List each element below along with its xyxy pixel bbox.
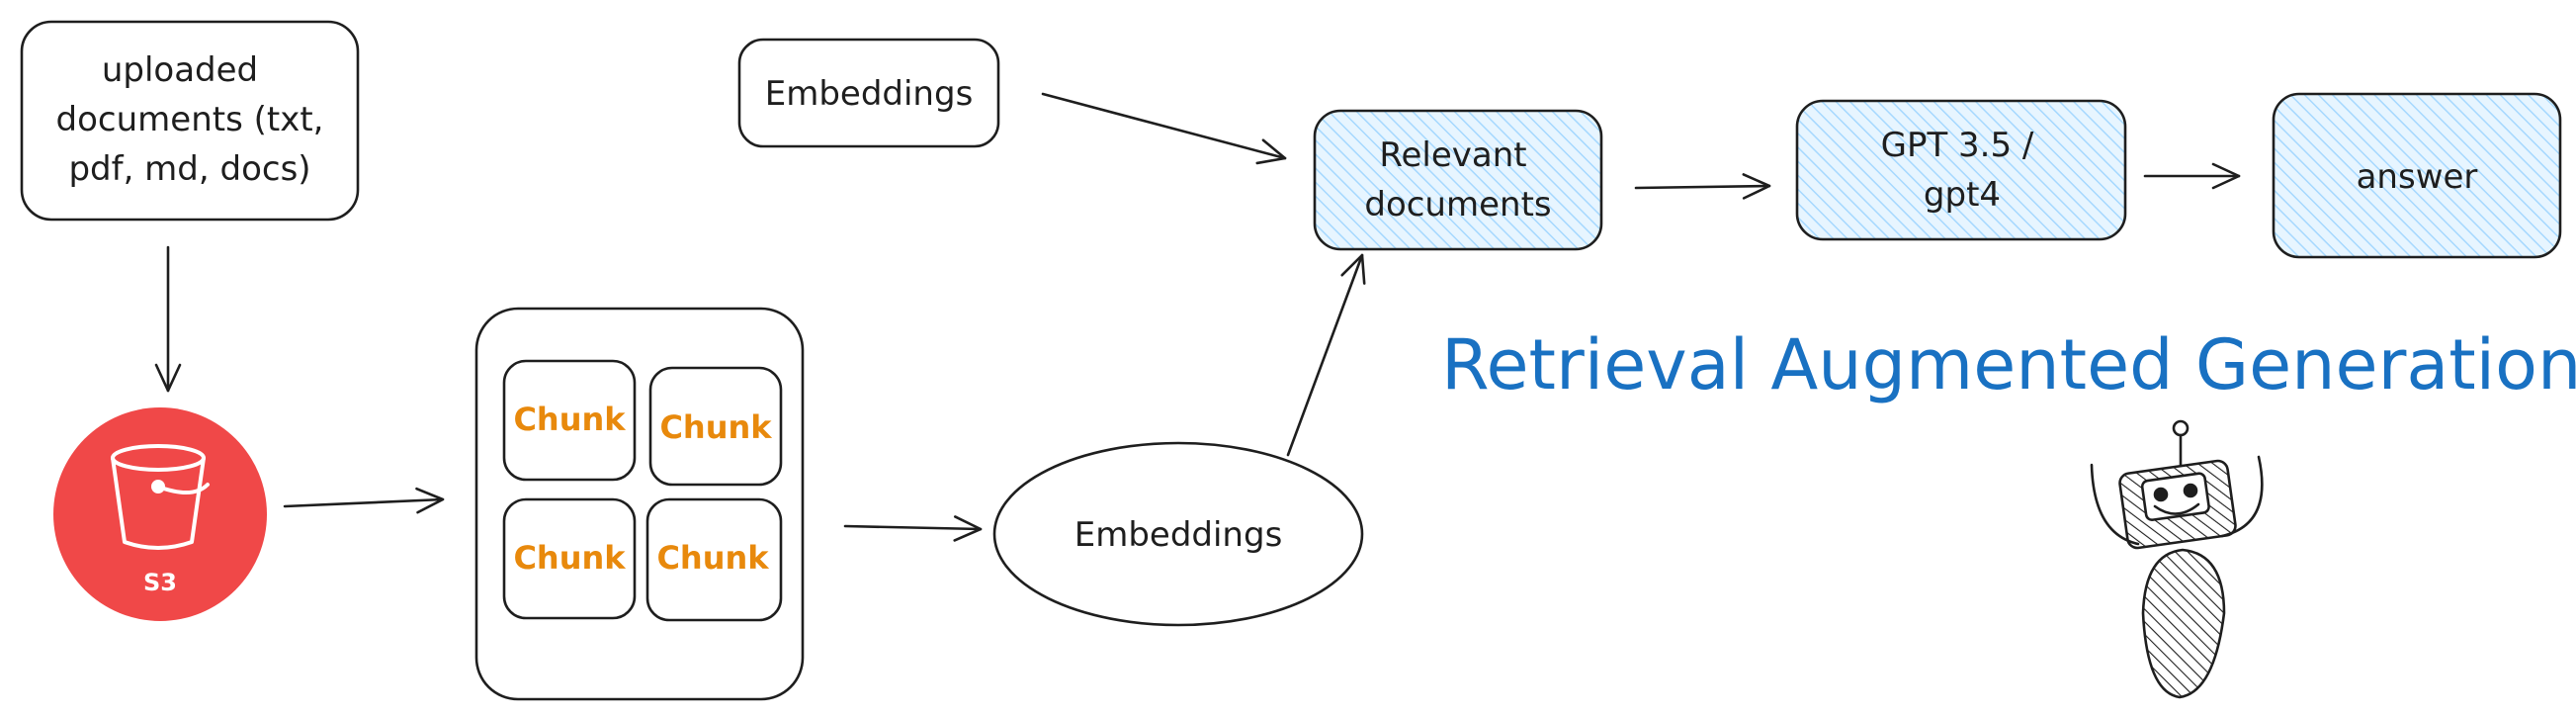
- relevant-documents-box: [1313, 109, 1603, 251]
- chunk-box-4: [645, 497, 783, 622]
- arrow-chunks-to-embeddings: [843, 515, 983, 542]
- uploaded-documents-box: [20, 20, 360, 222]
- uploaded-documents-line-3: pdf, md, docs): [68, 149, 310, 189]
- gpt-line-1: GPT 3.5 /: [1881, 126, 2034, 165]
- chunk-label-1: Chunk: [513, 401, 626, 438]
- relevant-documents-node: Relevant documents: [1313, 109, 1603, 251]
- arrow-relevant-to-gpt: [1634, 173, 1771, 200]
- robot-icon: [2090, 419, 2264, 699]
- embeddings-ellipse: [992, 441, 1364, 627]
- diagram-title: Retrieval Augmented Generation: [1441, 324, 2576, 405]
- s3-node: S3: [53, 407, 267, 621]
- uploaded-documents-line-1: uploaded: [102, 50, 258, 90]
- chunk-container: Chunk Chunk Chunk Chunk: [474, 307, 805, 701]
- embeddings-top-box: [737, 38, 1000, 148]
- arrow-embeddings-top-to-relevant: [1041, 92, 1287, 165]
- chunk-box-2: [648, 366, 783, 487]
- embeddings-top-label: Embeddings: [765, 74, 974, 114]
- embeddings-top-node: Embeddings: [737, 38, 1000, 148]
- embeddings-bottom-label: Embeddings: [1074, 515, 1283, 555]
- arrow-s3-to-chunks: [283, 487, 445, 514]
- chunk-label-4: Chunk: [656, 539, 769, 577]
- answer-box: [2272, 92, 2562, 259]
- gpt-node: GPT 3.5 / gpt4: [1795, 99, 2127, 241]
- embeddings-bottom-node: Embeddings: [992, 441, 1364, 627]
- chunk-label-2: Chunk: [659, 408, 772, 446]
- s3-label: S3: [143, 569, 177, 596]
- gpt-box: [1795, 99, 2127, 241]
- chunk-box-3: [502, 497, 637, 620]
- chunk-container-box: [474, 307, 805, 701]
- uploaded-documents-line-2: documents (txt,: [56, 100, 324, 139]
- chunk-label-3: Chunk: [513, 539, 626, 577]
- gpt-line-2: gpt4: [1924, 175, 2001, 215]
- arrow-embeddings-to-relevant: [1286, 253, 1366, 457]
- s3-circle: [53, 407, 267, 621]
- answer-node: answer: [2272, 92, 2562, 259]
- relevant-documents-line-1: Relevant: [1379, 135, 1526, 175]
- relevant-documents-line-2: documents: [1364, 185, 1551, 224]
- answer-label: answer: [2357, 157, 2478, 197]
- uploaded-documents-node: uploaded documents (txt, pdf, md, docs): [20, 20, 360, 222]
- chunk-box-1: [502, 359, 637, 482]
- bucket-icon: [111, 444, 210, 550]
